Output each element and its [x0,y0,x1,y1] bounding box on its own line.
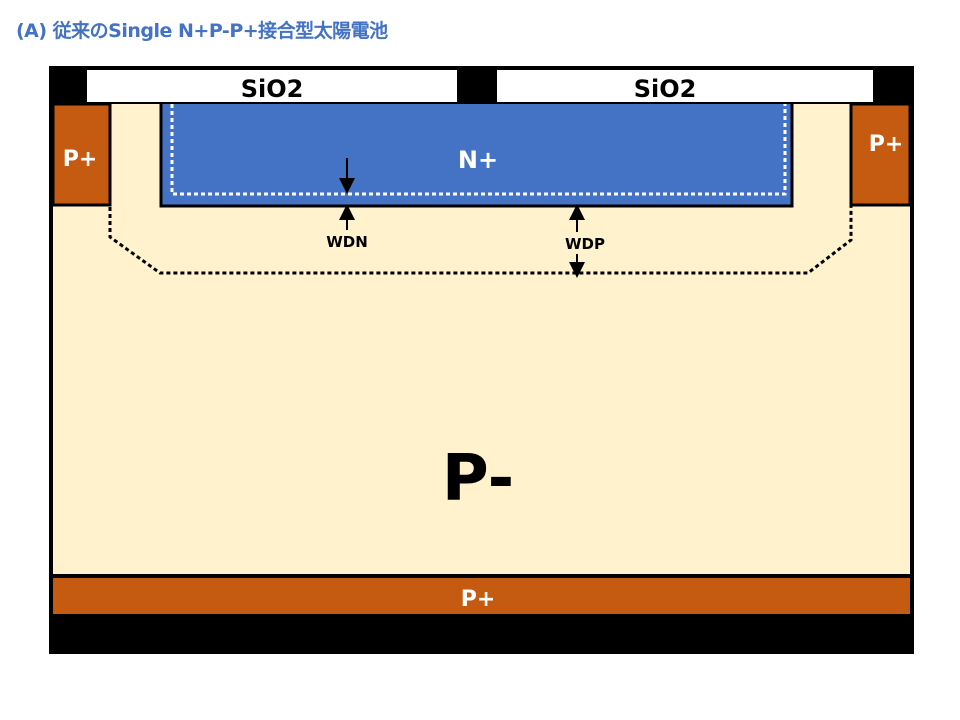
sio2-right [497,70,873,102]
p-plus-left [51,102,112,207]
p-depletion-boundary [108,175,853,275]
p-plus-right [849,102,912,207]
sio2-left [87,70,457,102]
sio2-right-label: SiO2 [634,75,697,103]
n-depletion-boundary [170,104,787,196]
p-plus-bottom-label: P+ [461,587,496,612]
wdp-label: WDP [565,235,605,253]
p-plus-left-label: P+ [63,147,98,172]
p-minus-label: P- [442,442,514,516]
wdn-label: WDN [326,233,368,251]
p-plus-right-label: P+ [869,132,904,157]
n-plus-label: N+ [458,146,498,174]
n-plus-region [159,104,794,208]
p-plus-bottom [53,578,910,614]
slide-title: (A) 従来のSingle N+P-P+接合型太陽電池 [16,20,388,42]
sio2-left-label: SiO2 [241,75,304,103]
